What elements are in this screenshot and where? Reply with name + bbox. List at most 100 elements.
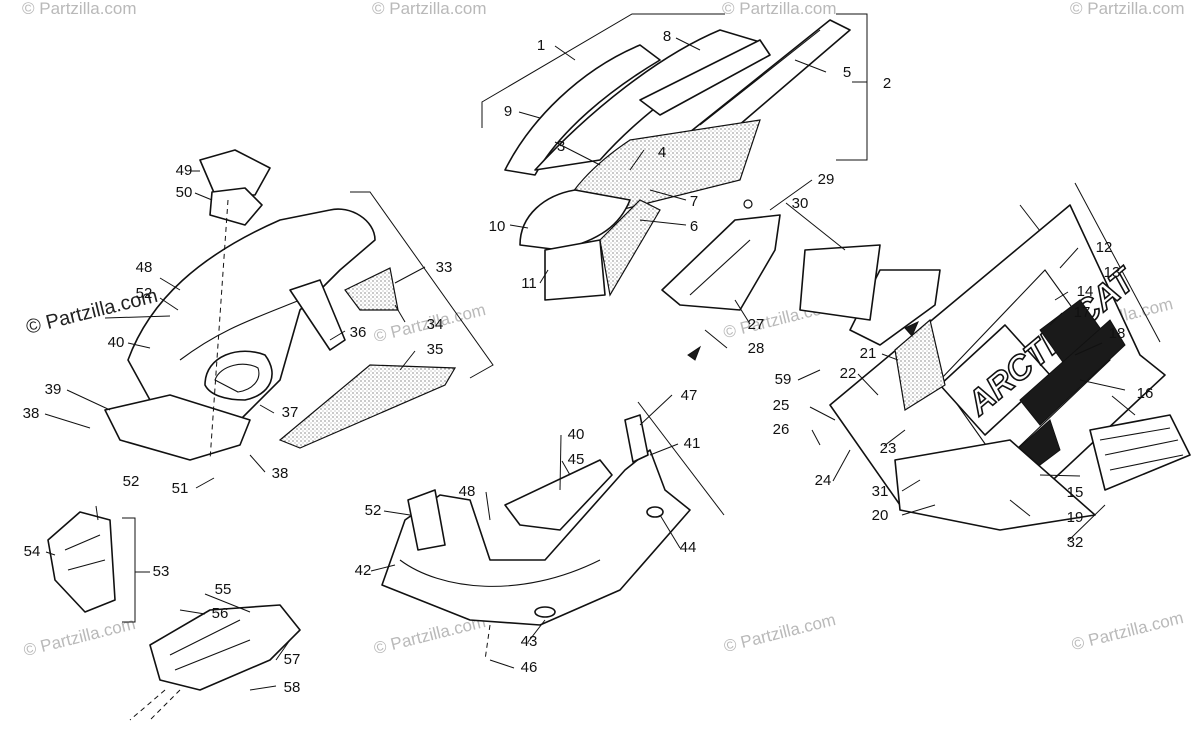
callout-label: 19 (1067, 509, 1084, 526)
callout-label: 1 (537, 37, 545, 54)
watermark: © Partzilla.com (1070, 608, 1186, 654)
air-seal-49 (199, 149, 271, 196)
callout-label: 48 (459, 483, 476, 500)
air-seal-50 (209, 187, 263, 226)
hood-vent-small (344, 267, 399, 311)
callout-label: 46 (521, 659, 538, 676)
side-panel-inner (599, 199, 661, 297)
callout-label: 22 (840, 365, 857, 382)
callout-label: 13 (1104, 264, 1121, 281)
vent-mesh (894, 318, 946, 411)
callout-label: 43 (521, 633, 538, 650)
decal-stripe-lower (1019, 319, 1126, 426)
callout-label: 39 (45, 381, 62, 398)
callout-label: 35 (427, 341, 444, 358)
side-shield-54 (47, 511, 116, 613)
console-55 (149, 604, 301, 691)
callout-label: 38 (23, 405, 40, 422)
callout-label: 23 (880, 440, 897, 457)
callout-label: 33 (436, 259, 453, 276)
callout-label: 15 (1067, 484, 1084, 501)
callout-label: 44 (680, 539, 697, 556)
callout-label: 21 (860, 345, 877, 362)
callout-label: 45 (568, 451, 585, 468)
side-panel (544, 239, 606, 301)
callout-label: 50 (176, 184, 193, 201)
callout-label: 2 (883, 75, 891, 92)
side-panel-upper (661, 214, 781, 311)
callout-label: 3 (557, 138, 565, 155)
callout-label: 59 (775, 371, 792, 388)
belly-bracket (407, 489, 446, 551)
windshield-trim (639, 39, 771, 116)
callout-label: 4 (658, 144, 666, 161)
callout-label: 11 (521, 275, 537, 292)
callout-label: 20 (872, 507, 889, 524)
callout-label: 40 (108, 334, 125, 351)
hood-assembly (44, 149, 494, 489)
side-panel-assembly (661, 179, 941, 361)
callout-label: 55 (215, 581, 232, 598)
callout-label: 28 (748, 340, 765, 357)
callout-label: 5 (843, 64, 851, 81)
callout-label: 53 (153, 563, 170, 580)
callout-label: 56 (212, 605, 229, 622)
side-decal-panel-assembly: ARCTIC CAT (797, 182, 1191, 542)
hood-intake (204, 350, 273, 401)
callout-label: 12 (1096, 239, 1113, 256)
windshield-left (504, 44, 661, 176)
watermark: © Partzilla.com (722, 610, 838, 656)
belly-rail (504, 459, 613, 531)
callout-label: 34 (427, 316, 444, 333)
callout-label: 16 (1137, 385, 1154, 402)
watermark: © Partzilla.com (372, 0, 487, 18)
callout-label: 31 (872, 483, 889, 500)
callout-label: 8 (663, 28, 671, 45)
belly-pan-assembly (370, 394, 725, 669)
hood-bracket (289, 279, 346, 351)
callout-label: 54 (24, 543, 41, 560)
watermark: © Partzilla.com (722, 0, 837, 18)
callout-label: 52 (365, 502, 382, 519)
callout-label: 48 (136, 259, 153, 276)
callout-label: 49 (176, 162, 193, 179)
hood-vent-large (278, 364, 457, 449)
mesh-screen (799, 244, 881, 321)
watermark: © Partzilla.com (22, 0, 137, 18)
callout-label: 41 (684, 435, 701, 452)
callout-label: 10 (489, 218, 506, 235)
callout-label: 18 (1109, 325, 1126, 342)
lower-panel (894, 439, 1096, 531)
callout-label: 58 (284, 679, 301, 696)
belly-tab (624, 414, 649, 463)
callout-label: 47 (681, 387, 698, 404)
callout-label: 40 (568, 426, 585, 443)
callout-label: 24 (815, 472, 832, 489)
side-vent-right (1089, 414, 1191, 491)
callout-label: 57 (284, 651, 301, 668)
callout-label: 14 (1077, 283, 1094, 300)
callout-label: 32 (1067, 534, 1084, 551)
watermark: © Partzilla.com (1070, 0, 1185, 18)
windshield-assembly (481, 13, 868, 301)
callout-label: 38 (272, 465, 289, 482)
callout-label: 52 (136, 285, 153, 302)
callout-label: 29 (818, 171, 835, 188)
callout-label: 37 (282, 404, 299, 421)
callout-label: 51 (172, 480, 189, 497)
callout-labels: 1 2 3 4 5 6 7 8 9 10 11 12 13 14 15 16 1… (23, 28, 1154, 696)
watermark: © Partzilla.com (22, 614, 138, 660)
callout-label: 30 (792, 195, 809, 212)
callout-label: 9 (504, 103, 512, 120)
callout-label: 17 (1074, 304, 1091, 321)
lower-left-parts (45, 505, 301, 721)
callout-label: 42 (355, 562, 372, 579)
callout-label: 27 (748, 316, 765, 333)
callout-label: 52 (123, 473, 140, 490)
callout-label: 26 (773, 421, 790, 438)
callout-label: 6 (690, 218, 698, 235)
callout-label: 36 (350, 324, 367, 341)
callout-label: 25 (773, 397, 790, 414)
callout-label: 7 (690, 193, 698, 210)
